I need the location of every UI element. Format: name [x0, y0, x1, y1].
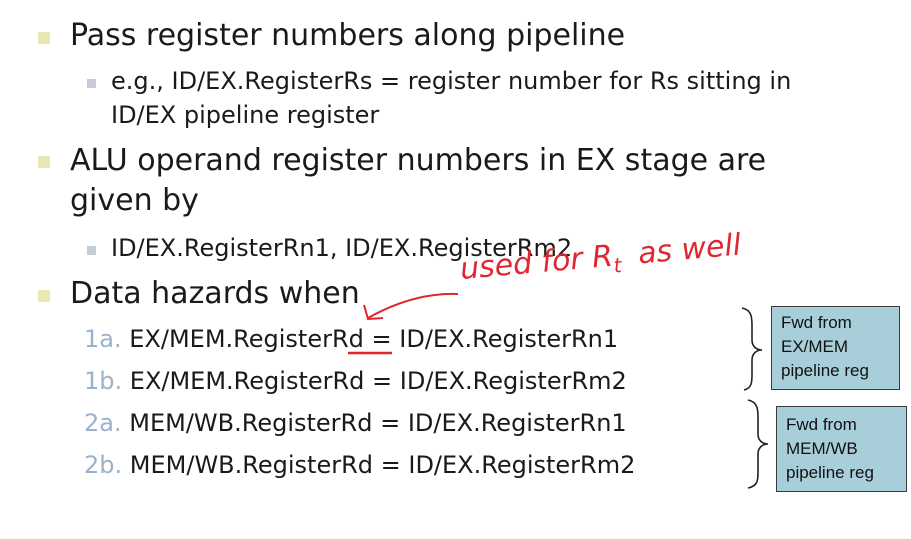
- bullet-alu-operand-line1: ALU operand register numbers in EX stage…: [70, 143, 767, 178]
- condition-text: EX/MEM.RegisterRd = ID/EX.RegisterRm2: [129, 367, 627, 395]
- condition-number: 1b.: [84, 367, 123, 395]
- bullet-marker: [38, 290, 50, 302]
- condition-1a: 1a. EX/MEM.RegisterRd = ID/EX.RegisterRn…: [84, 322, 618, 356]
- brace-memwb-icon: [747, 399, 769, 489]
- brace-exmem-icon: [741, 307, 763, 391]
- bullet-alu-operand-line2: given by: [70, 183, 199, 218]
- box-line: Fwd from: [786, 415, 857, 434]
- box-line: MEM/WB: [786, 439, 858, 458]
- bullet-marker: [38, 32, 50, 44]
- condition-rd-underlined: Rd: [331, 325, 364, 353]
- bullet-pass-register-numbers: Pass register numbers along pipeline: [70, 18, 626, 53]
- sub-bullet-example-line1: e.g., ID/EX.RegisterRs = register number…: [111, 67, 792, 95]
- box-line: pipeline reg: [786, 463, 874, 482]
- condition-number: 2a.: [84, 409, 122, 437]
- box-line: EX/MEM: [781, 337, 849, 356]
- sub-bullet-example-line2: ID/EX pipeline register: [111, 101, 380, 129]
- condition-text-post: = ID/EX.RegisterRn1: [363, 325, 619, 353]
- box-line: Fwd from: [781, 313, 852, 332]
- condition-2a: 2a. MEM/WB.RegisterRd = ID/EX.RegisterRn…: [84, 406, 627, 440]
- condition-2b: 2b. MEM/WB.RegisterRd = ID/EX.RegisterRm…: [84, 448, 635, 482]
- condition-number: 1a.: [84, 325, 122, 353]
- annotation-arrow-icon: [367, 292, 459, 319]
- bullet-data-hazards: Data hazards when: [70, 276, 360, 311]
- condition-text: MEM/WB.RegisterRd = ID/EX.RegisterRn1: [129, 409, 627, 437]
- condition-1b: 1b. EX/MEM.RegisterRd = ID/EX.RegisterRm…: [84, 364, 627, 398]
- condition-text-pre: EX/MEM.Register: [129, 325, 332, 353]
- fwd-memwb-box: Fwd from MEM/WB pipeline reg: [776, 406, 907, 492]
- box-line: pipeline reg: [781, 361, 869, 380]
- condition-number: 2b.: [84, 451, 123, 479]
- sub-bullet-marker: [87, 79, 96, 88]
- bullet-marker: [38, 156, 50, 168]
- sub-bullet-marker: [87, 246, 96, 255]
- fwd-exmem-box: Fwd from EX/MEM pipeline reg: [771, 306, 900, 390]
- sub-bullet-operand-registers: ID/EX.RegisterRn1, ID/EX.RegisterRm2: [111, 234, 573, 262]
- condition-text: MEM/WB.RegisterRd = ID/EX.RegisterRm2: [129, 451, 636, 479]
- annotation-arrowhead-icon: [363, 304, 384, 321]
